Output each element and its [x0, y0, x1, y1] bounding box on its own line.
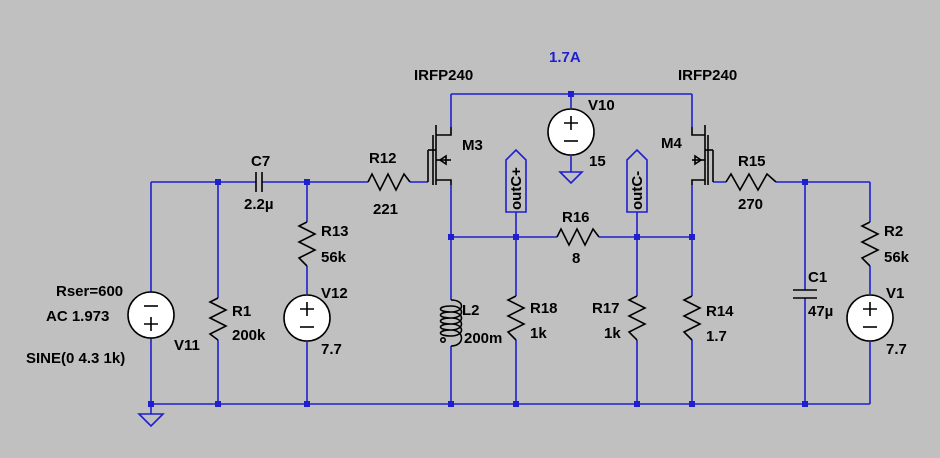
capacitor-c1	[793, 289, 817, 299]
c1-name: C1	[808, 269, 827, 286]
r1-name: R1	[232, 303, 251, 320]
ground-symbol-main	[137, 413, 165, 428]
net-label-outc-plus: outC+	[505, 148, 527, 213]
v11-name: V11	[174, 337, 200, 354]
resistor-r13	[297, 221, 317, 267]
net-label-outc-minus: outC-	[626, 148, 648, 213]
resistor-r12	[367, 172, 411, 192]
v1-value: 7.7	[886, 341, 907, 358]
l2-name: L2	[462, 302, 480, 319]
r2-name: R2	[884, 223, 903, 240]
r13-value: 56k	[321, 249, 347, 266]
resistor-r15	[725, 172, 777, 192]
net-label-outc-plus-text: outC+	[508, 167, 525, 210]
c1-value: 47µ	[808, 303, 833, 320]
voltage-source-v11	[127, 291, 175, 339]
l2-value: 200m	[464, 330, 502, 347]
m4-name: M4	[661, 135, 682, 152]
r15-value: 270	[738, 196, 763, 213]
r16-name: R16	[562, 209, 590, 226]
resistor-r16	[556, 227, 600, 247]
r1-value: 200k	[232, 327, 266, 344]
r14-value: 1.7	[706, 328, 727, 345]
voltage-source-v12	[283, 294, 331, 342]
r18-name: R18	[530, 300, 558, 317]
v11-rser: Rser=600	[56, 283, 123, 300]
net-label-outc-minus-text: outC-	[629, 171, 646, 210]
voltage-source-v10	[547, 108, 595, 156]
v10-name: V10	[588, 97, 615, 114]
inductor-l2	[439, 299, 463, 347]
r12-value: 221	[373, 201, 398, 218]
junction-dots	[148, 91, 808, 407]
voltage-source-v1	[846, 294, 894, 342]
ground-symbol-v10	[558, 171, 584, 185]
resistor-r1	[208, 297, 228, 341]
v10-value: 15	[589, 153, 606, 170]
r17-value: 1k	[604, 325, 621, 342]
wires	[150, 93, 871, 414]
v1-name: V1	[886, 285, 904, 302]
capacitor-c7	[255, 172, 263, 192]
r2-value: 56k	[884, 249, 910, 266]
resistor-r17	[627, 295, 647, 341]
m3-name: M3	[462, 137, 483, 154]
r14-name: R14	[706, 303, 734, 320]
r13-name: R13	[321, 223, 349, 240]
mosfet-m4	[691, 125, 714, 185]
r15-name: R15	[738, 153, 766, 170]
r17-name: R17	[592, 300, 620, 317]
current-annotation: 1.7A	[549, 49, 581, 66]
c7-value: 2.2µ	[244, 196, 274, 213]
resistor-r18	[506, 295, 526, 341]
resistor-r2	[860, 221, 880, 267]
v11-sine: SINE(0 4.3 1k)	[26, 350, 125, 367]
r18-value: 1k	[530, 325, 547, 342]
m4-part: IRFP240	[678, 67, 737, 84]
v12-name: V12	[321, 285, 348, 302]
c7-name: C7	[251, 153, 270, 170]
mosfet-m3	[427, 125, 452, 185]
r16-value: 8	[572, 250, 580, 267]
v12-value: 7.7	[321, 341, 342, 358]
resistor-r14	[682, 295, 702, 341]
m3-part: IRFP240	[414, 67, 473, 84]
r12-name: R12	[369, 150, 397, 167]
v11-ac: AC 1.973	[46, 308, 109, 325]
